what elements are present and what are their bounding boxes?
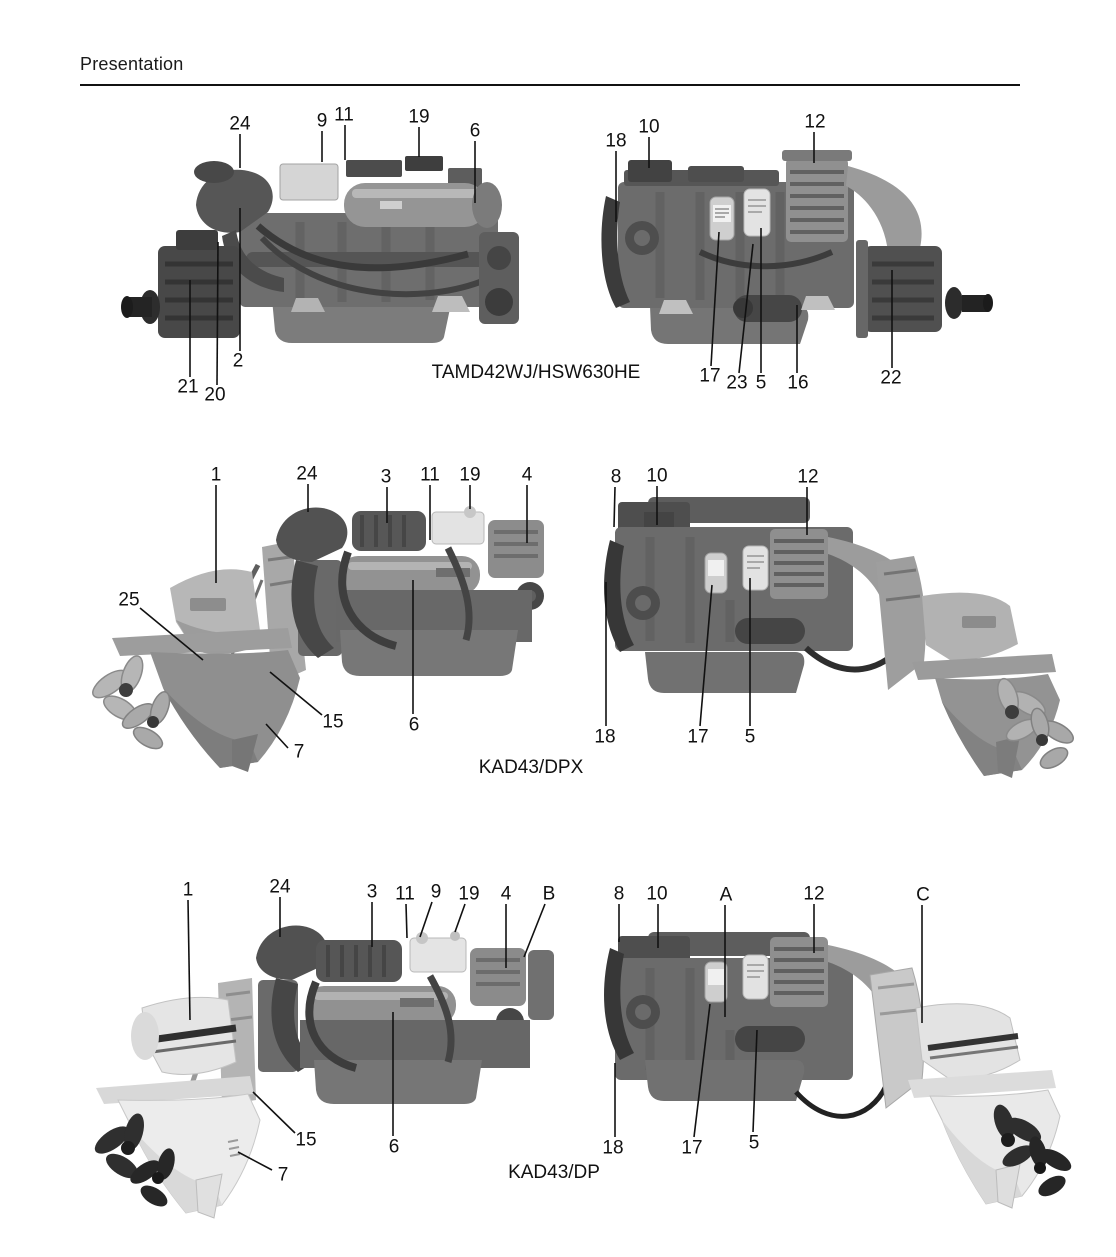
callout-label-10: 10 [646,883,668,905]
callout-label-6: 6 [408,714,420,736]
callout-label-5: 5 [748,1132,760,1154]
engine-illustration-kad43dp-starboard [604,932,1072,1209]
callout-label-2: 2 [232,350,244,372]
engine-illustration-kad43dpx-starboard [604,497,1075,778]
callout-label-17: 17 [681,1137,703,1159]
callout-label-6: 6 [469,120,481,142]
callout-label-19: 19 [408,106,430,128]
callout-label-5: 5 [755,372,767,394]
callout-label-18: 18 [594,726,616,748]
callout-label-11: 11 [334,104,354,126]
callout-label-11: 11 [420,464,440,486]
engine-illustration-kad43dp-port [94,925,554,1219]
figure-caption-kad43-dpx: KAD43/DPX [478,757,584,778]
figure-caption-tamd42wj-hsw630he: TAMD42WJ/HSW630HE [431,362,641,383]
callout-label-7: 7 [277,1164,289,1186]
callout-label-24: 24 [269,876,291,898]
callout-label-8: 8 [613,883,625,905]
callout-label-9: 9 [316,110,328,132]
callout-label-17: 17 [699,365,721,387]
callout-label-22: 22 [880,367,902,389]
header-rule [80,84,1020,86]
callout-label-20: 20 [204,384,226,406]
callout-label-a: A [719,884,733,906]
figure-caption-kad43-dp: KAD43/DP [508,1162,600,1183]
callout-label-6: 6 [388,1136,400,1158]
callout-label-12: 12 [803,883,825,905]
callout-label-3: 3 [366,881,378,903]
callout-label-18: 18 [602,1137,624,1159]
callout-label-15: 15 [295,1129,317,1151]
callout-label-4: 4 [500,883,512,905]
callout-label-5: 5 [744,726,756,748]
callout-label-10: 10 [638,116,660,138]
callout-label-12: 12 [804,111,826,133]
callout-label-25: 25 [118,589,140,611]
callout-label-c: C [916,884,930,906]
callout-label-18: 18 [605,130,627,152]
engine-illustration-tamd42-starboard [601,150,993,344]
callout-label-3: 3 [380,466,392,488]
callout-label-10: 10 [646,465,668,487]
callout-label-11: 11 [395,883,415,905]
callout-label-4: 4 [521,464,533,486]
callout-label-1: 1 [210,464,222,486]
callout-label-21: 21 [177,376,199,398]
callout-label-19: 19 [458,883,480,905]
callout-label-23: 23 [726,372,748,394]
callout-label-12: 12 [797,466,819,488]
callout-label-24: 24 [229,113,251,135]
callout-label-19: 19 [459,464,481,486]
callout-label-24: 24 [296,463,318,485]
engine-illustration-kad43dpx-port [92,506,544,772]
callout-label-8: 8 [610,466,622,488]
callout-label-15: 15 [322,711,344,733]
callout-label-9: 9 [430,881,442,903]
callout-label-17: 17 [687,726,709,748]
callout-label-b: B [542,883,556,905]
engine-illustration-tamd42-port [121,156,519,343]
page-title: Presentation [80,54,184,74]
callout-label-16: 16 [787,372,809,394]
callout-label-1: 1 [182,879,194,901]
callout-label-7: 7 [293,741,305,763]
